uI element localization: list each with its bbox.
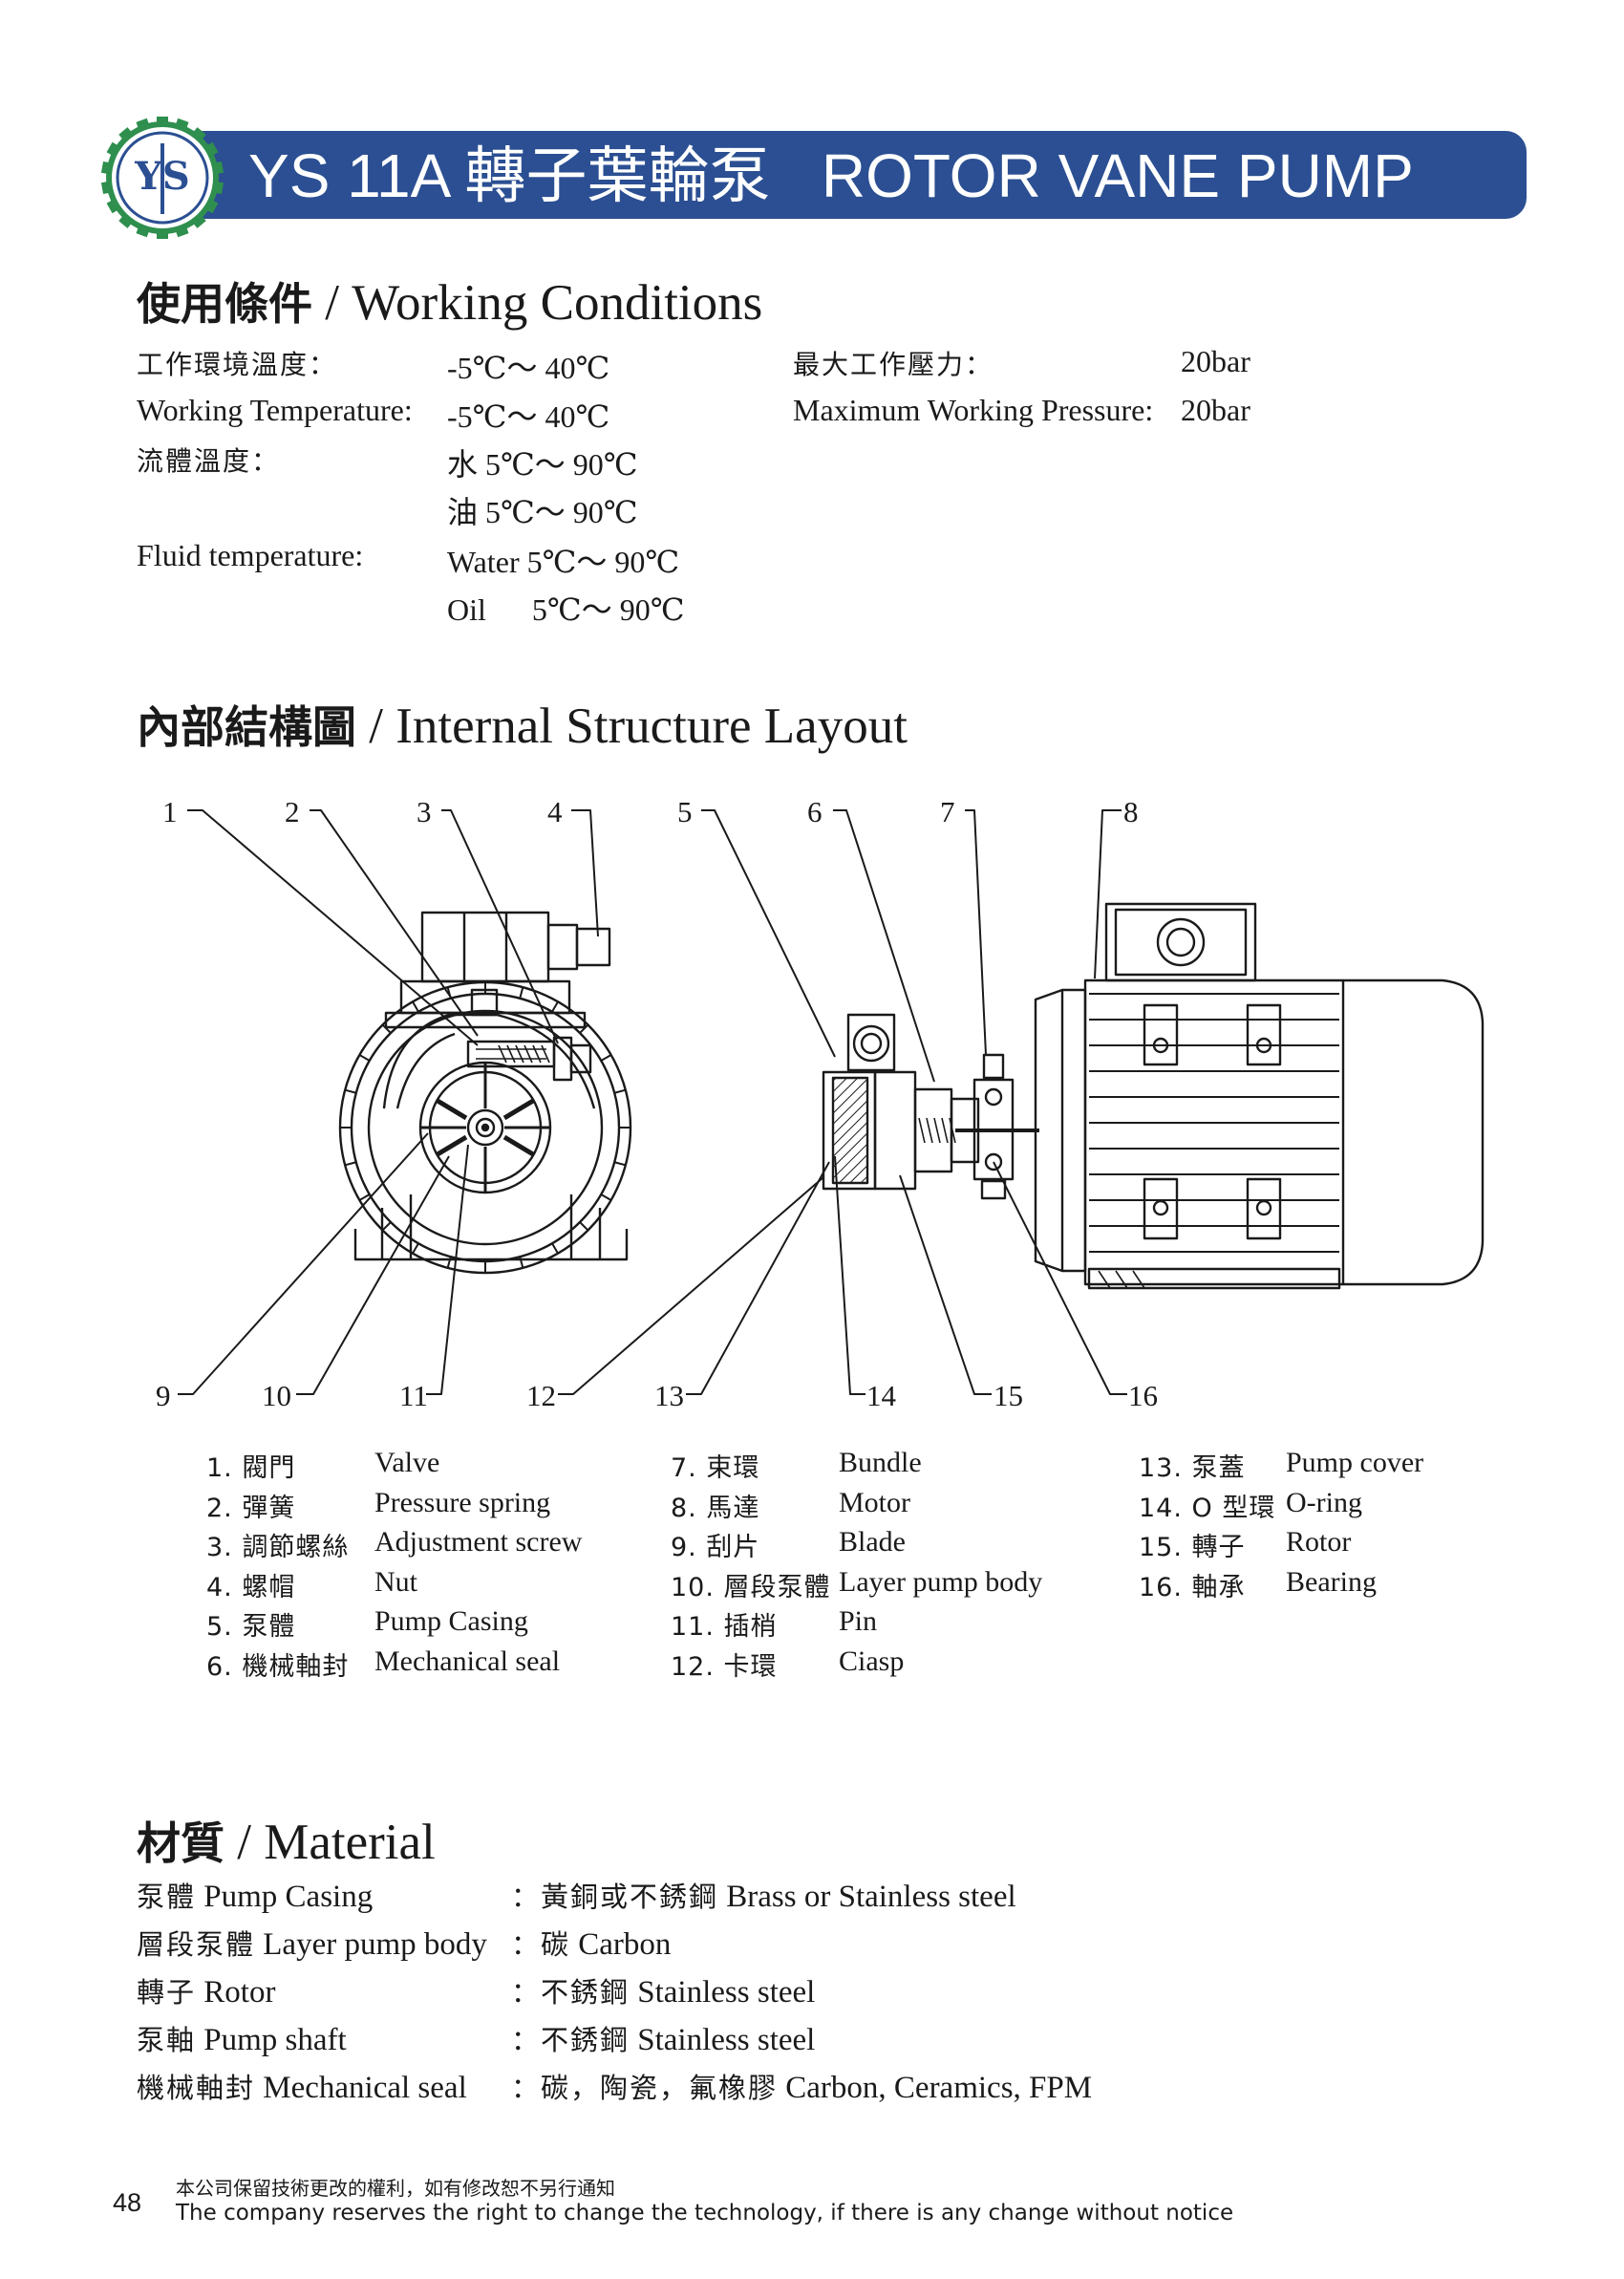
legend-item-cn: 3. 調節螺絲 [206, 1533, 350, 1562]
legend-item-cn: 8. 馬達 [671, 1493, 760, 1523]
callout-16: 16 [1128, 1379, 1158, 1412]
legend-item-en: Bundle [839, 1447, 922, 1478]
legend-item-cn: 5. 泵體 [206, 1612, 296, 1642]
material-row-label: 轉子 Rotor [137, 1975, 276, 2010]
legend-item-cn: 12. 卡環 [671, 1651, 778, 1682]
material-row-label: 層段泵體 Layer pump body [137, 1927, 487, 1962]
wc-label: 工作環境溫度： [137, 349, 338, 380]
callout-11: 11 [399, 1379, 428, 1412]
legend-item-en: Mechanical seal [374, 1645, 561, 1677]
wc-label: 最大工作壓力： [793, 349, 994, 380]
wc-value: 20bar [1181, 393, 1250, 427]
material-row-value: ：不銹鋼 Stainless steel [511, 1975, 816, 2010]
callout-7: 7 [940, 795, 955, 828]
callout-4: 4 [547, 795, 563, 828]
material-row-label: 泵體 Pump Casing [137, 1880, 374, 1914]
page-title: YS 11A 轉子葉輪泵 ROTOR VANE PUMP [248, 141, 1414, 210]
legend-item-cn: 10. 層段泵體 [671, 1572, 831, 1602]
wc-label: 流體溫度： [137, 445, 281, 477]
footer-note-cn: 本公司保留技術更改的權利，如有修改恕不另行通知 [176, 2177, 615, 2200]
structure-title: 內部結構圖 / Internal Structure Layout [137, 699, 908, 754]
material-row-label: 泵軸 Pump shaft [137, 2023, 347, 2057]
legend-item-cn: 7. 束環 [671, 1453, 760, 1483]
pump-structure-drawing [178, 809, 1485, 1395]
wc-label: Working Temperature: [137, 393, 413, 427]
callout-12: 12 [526, 1379, 556, 1412]
legend-item-en: Bearing [1286, 1565, 1377, 1598]
material-row-value: ：不銹鋼 Stainless steel [511, 2023, 816, 2057]
material-row-value: ：黃銅或不銹鋼 Brass or Stainless steel [511, 1880, 1016, 1914]
legend-item-en: O-ring [1286, 1486, 1362, 1518]
callout-1: 1 [162, 795, 178, 828]
legend-item-en: Ciasp [839, 1645, 905, 1677]
legend-item-cn: 2. 彈簧 [206, 1493, 296, 1523]
legend-item-en: Pump cover [1286, 1447, 1424, 1478]
callout-15: 15 [994, 1379, 1023, 1412]
callout-5: 5 [677, 795, 693, 828]
wc-value: 油 5℃～ 90℃ [447, 495, 638, 529]
material-title: 材質 / Material [137, 1815, 436, 1870]
legend-item-en: Pump Casing [374, 1605, 528, 1637]
wc-value: -5℃～ 40℃ [447, 399, 610, 434]
material-row-value: ：碳，陶瓷，氟橡膠 Carbon, Ceramics, FPM [511, 2071, 1093, 2105]
legend-item-cn: 14. O 型環 [1139, 1493, 1276, 1523]
header-banner [180, 131, 1527, 219]
material-row-value: ：碳 Carbon [511, 1927, 672, 1962]
pump-side-view [822, 902, 1485, 1290]
legend-item-cn: 13. 泵蓋 [1139, 1453, 1246, 1483]
legend-item-cn: 16. 軸承 [1139, 1572, 1246, 1602]
callout-13: 13 [654, 1379, 684, 1412]
callout-6: 6 [807, 795, 823, 828]
wc-label: Maximum Working Pressure: [793, 393, 1154, 427]
legend-item-cn: 9. 刮片 [671, 1533, 760, 1562]
legend-item-en: Nut [374, 1565, 417, 1598]
legend-item-en: Blade [839, 1526, 906, 1558]
wc-value: 水 5℃～ 90℃ [447, 447, 638, 482]
callout-3: 3 [417, 795, 432, 828]
pump-front-view [338, 911, 632, 1275]
legend-item-cn: 1. 閥門 [206, 1453, 296, 1483]
legend-item-en: Pressure spring [374, 1486, 551, 1518]
legend-item-en: Layer pump body [839, 1565, 1043, 1598]
legend-item-en: Adjustment screw [374, 1526, 583, 1558]
company-logo: YS [100, 117, 224, 239]
legend-item-en: Motor [839, 1486, 910, 1518]
callout-8: 8 [1123, 795, 1139, 828]
legend-item-en: Pin [839, 1605, 878, 1637]
callout-2: 2 [285, 795, 300, 828]
legend-item-en: Rotor [1286, 1526, 1352, 1558]
wc-value: -5℃～ 40℃ [447, 351, 610, 385]
wc-label: Fluid temperature: [137, 538, 364, 572]
wc-value: 20bar [1181, 344, 1250, 378]
callout-14: 14 [866, 1379, 896, 1412]
legend-item-cn: 4. 螺帽 [206, 1572, 296, 1602]
footer-note-en: The company reserves the right to change… [176, 2201, 1234, 2225]
page-number: 48 [113, 2188, 142, 2217]
material-row-label: 機械軸封 Mechanical seal [137, 2071, 467, 2105]
working-conditions-title: 使用條件 / Working Conditions [137, 275, 763, 331]
legend-item-cn: 11. 插梢 [671, 1612, 778, 1642]
wc-value: Water 5℃～ 90℃ [447, 545, 680, 579]
legend-item-en: Valve [374, 1447, 440, 1478]
callout-9: 9 [156, 1379, 171, 1412]
legend-item-cn: 6. 機械軸封 [206, 1651, 350, 1682]
callout-10: 10 [262, 1379, 291, 1412]
legend-item-cn: 15. 轉子 [1139, 1533, 1246, 1562]
wc-value: Oil 5℃～ 90℃ [447, 592, 685, 627]
